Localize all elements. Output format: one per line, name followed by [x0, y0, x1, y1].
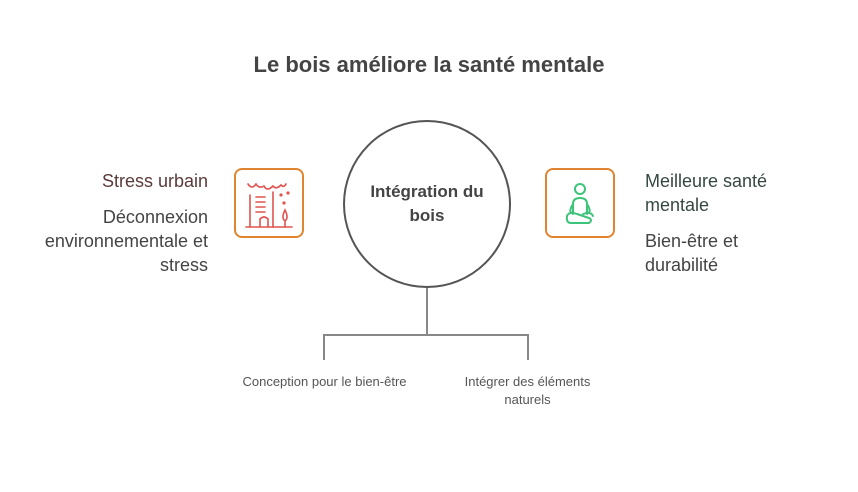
meditation-icon	[545, 168, 615, 238]
urban-stress-icon	[234, 168, 304, 238]
left-detail: Déconnexion environnementale et stress	[44, 207, 208, 275]
diagram-title: Le bois améliore la santé mentale	[253, 52, 605, 77]
branch-label: Conception pour le bien-être	[242, 374, 407, 389]
connector-bar	[323, 334, 529, 336]
center-node: Intégration du bois	[343, 120, 511, 288]
connector-left	[323, 334, 325, 360]
connector-stem	[426, 288, 428, 335]
right-label: Meilleure santé mentale	[645, 171, 768, 215]
left-label: Stress urbain	[101, 171, 208, 191]
center-label: Intégration du bois	[370, 182, 484, 225]
connector-right	[527, 334, 529, 360]
right-detail: Bien-être et durabilité	[645, 231, 739, 275]
branch-label: Intégrer des éléments naturels	[464, 374, 591, 407]
